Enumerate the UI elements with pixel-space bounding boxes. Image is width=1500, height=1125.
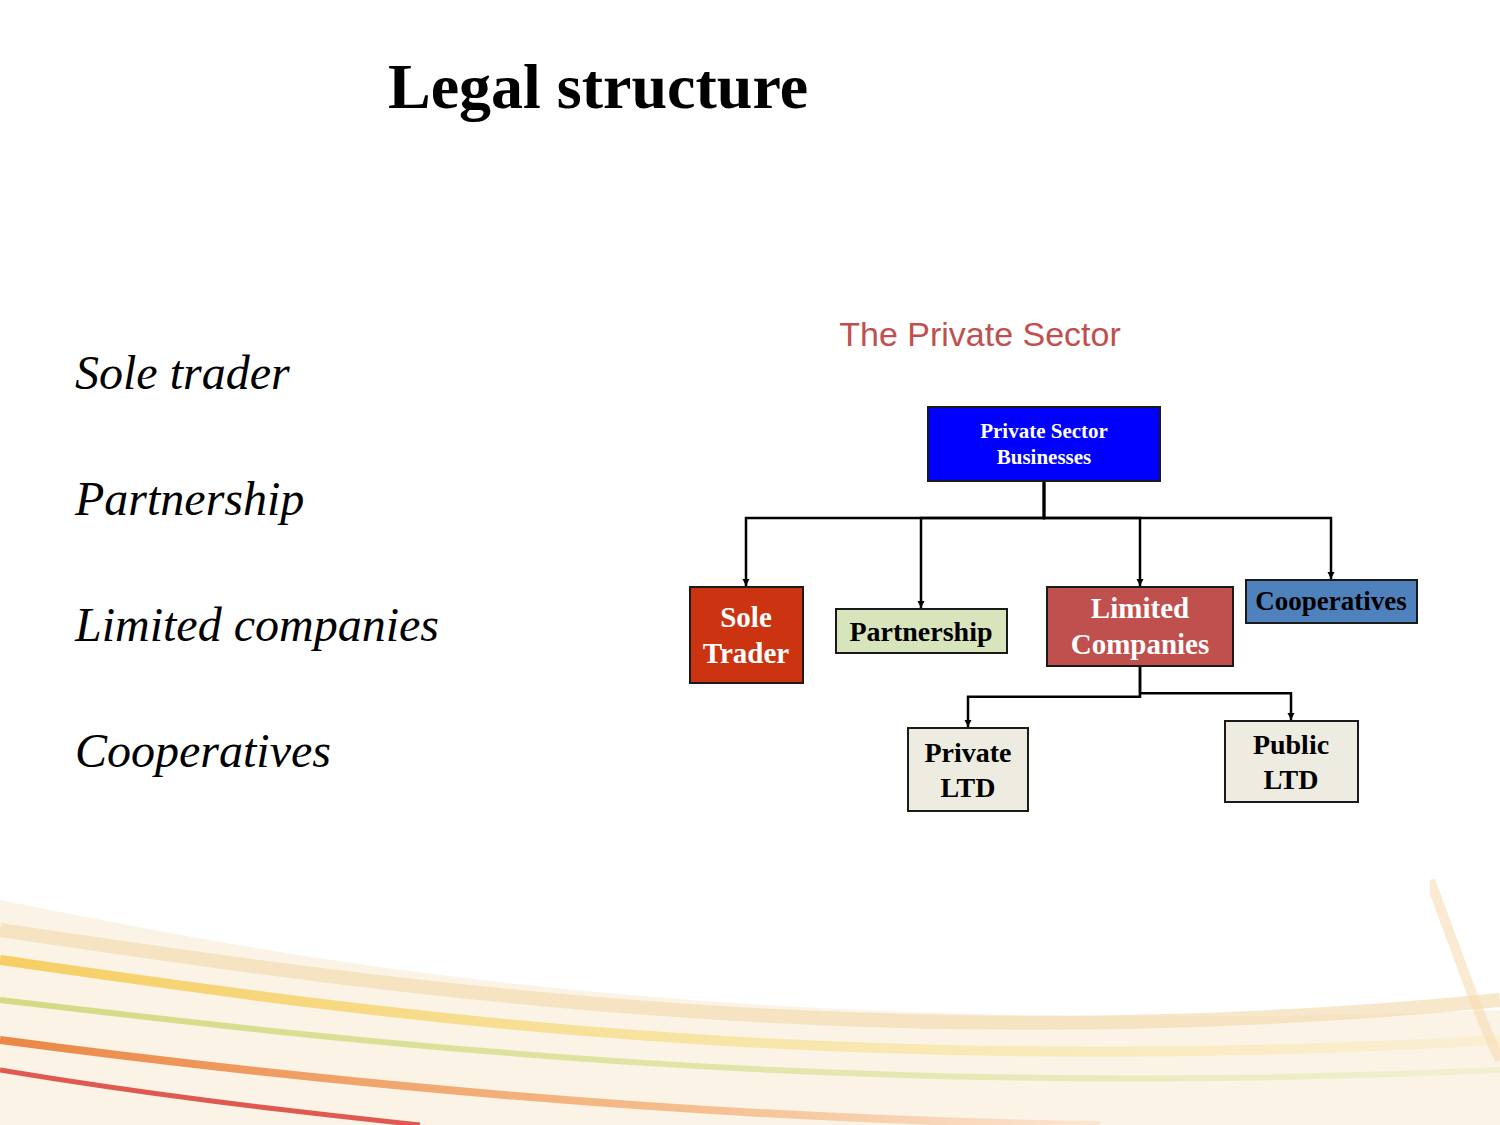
root-box: Private Sector Businesses	[927, 406, 1161, 482]
connector-arrow	[968, 667, 1140, 728]
diagram-heading: The Private Sector	[839, 315, 1121, 354]
list-item: Limited companies	[75, 597, 439, 652]
connector-arrow	[746, 482, 1044, 586]
connector-arrow	[1044, 482, 1331, 579]
connector-arrow	[1140, 667, 1291, 721]
category-box: Cooperatives	[1245, 579, 1418, 624]
subtype-box: Public LTD	[1224, 720, 1359, 803]
diagram-panel	[640, 290, 1430, 945]
swoosh-line	[0, 1040, 1100, 1125]
slide-title: Legal structure	[0, 50, 1196, 124]
connector-arrow	[921, 482, 1044, 608]
swoosh-line	[0, 960, 1500, 1052]
box-label: Private Sector Businesses	[935, 418, 1153, 471]
category-box: Partnership	[835, 608, 1008, 654]
list-item: Cooperatives	[75, 723, 331, 778]
category-box: Sole Trader	[689, 586, 804, 684]
box-label: Private LTD	[915, 735, 1021, 805]
connector-arrow	[1044, 482, 1140, 586]
category-box: Limited Companies	[1046, 586, 1234, 667]
box-label: Cooperatives	[1255, 585, 1406, 619]
list-item: Sole trader	[75, 345, 290, 400]
list-item: Partnership	[75, 471, 304, 526]
swoosh-line	[1430, 880, 1500, 1060]
box-label: Partnership	[849, 614, 992, 649]
box-label: Sole Trader	[697, 599, 796, 672]
swoosh-line	[0, 1070, 420, 1125]
box-label: Limited Companies	[1054, 590, 1226, 663]
subtype-box: Private LTD	[907, 727, 1029, 812]
box-label: Public LTD	[1232, 727, 1351, 797]
